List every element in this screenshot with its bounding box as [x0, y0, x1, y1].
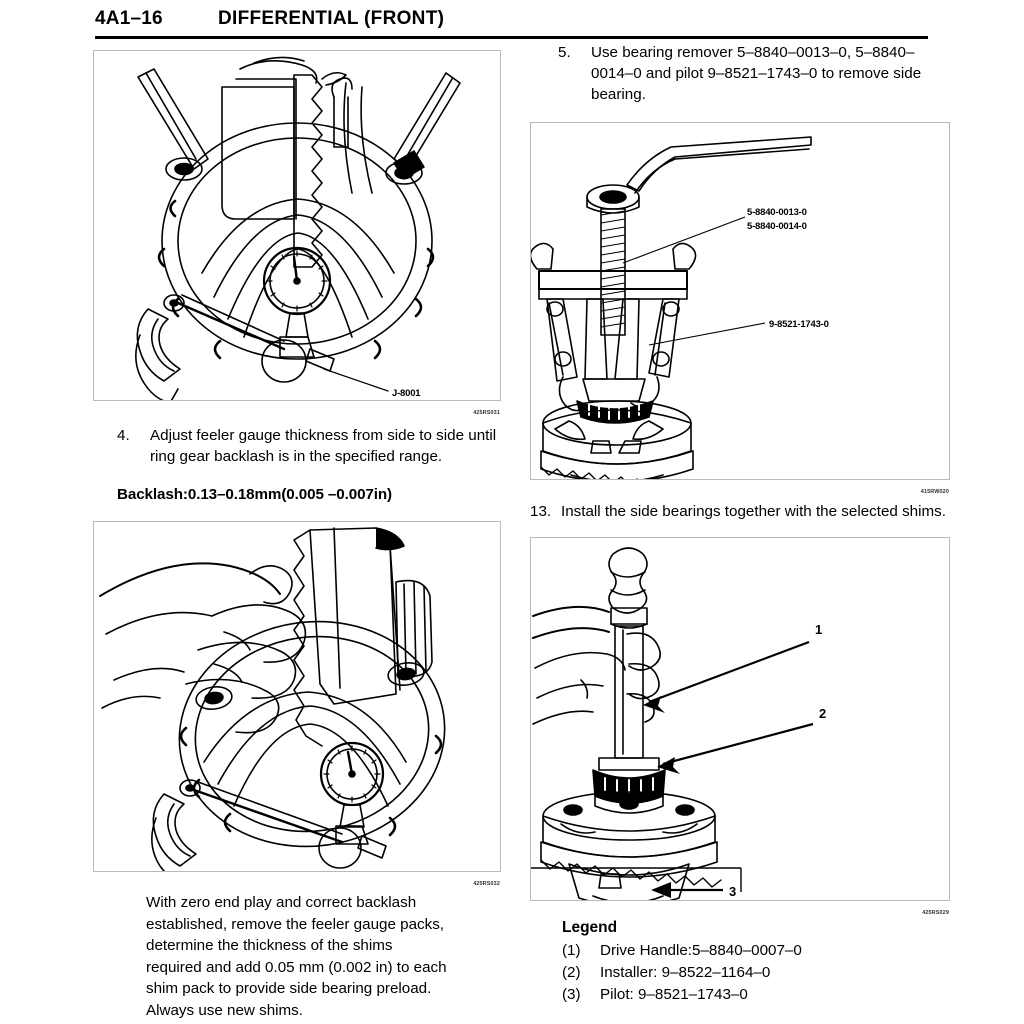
legend-item-2: (2) Installer: 9–8522–1164–0	[562, 962, 955, 984]
figure-4-illustration: 1 2 3	[531, 547, 826, 900]
legend-item-1: (1) Drive Handle:5–8840–0007–0	[562, 940, 955, 962]
legend-item-3-value: Pilot: 9–8521–1743–0	[600, 986, 748, 1003]
page-title: DIFFERENTIAL (FRONT)	[218, 8, 445, 29]
step-5: 5. Use bearing remover 5–8840–0013–0, 5–…	[530, 42, 955, 105]
figure-1-illustration: J-8001	[135, 56, 461, 400]
step-5-text: Use bearing remover 5–8840–0013–0, 5–884…	[591, 44, 922, 103]
figure-3-callout-3: 9-8521-1743-0	[769, 319, 829, 330]
legend-item-3: (3) Pilot: 9–8521–1743–0	[562, 984, 955, 1006]
figure-1-wrapper: J-8001 425RS031	[93, 50, 501, 416]
figure-dial-indicator-setup: J-8001	[93, 50, 501, 401]
figure-2-illustration	[99, 527, 446, 871]
legend-item-2-value: Installer: 9–8522–1164–0	[600, 964, 771, 981]
figure-4-callout-3: 3	[729, 884, 736, 899]
step-13-text: Install the side bearings together with …	[561, 503, 946, 520]
legend-block: Legend (1) Drive Handle:5–8840–0007–0 (2…	[530, 919, 955, 1006]
figure-2-wrapper: 425RS032	[93, 521, 501, 887]
legend-item-1-value: Drive Handle:5–8840–0007–0	[600, 942, 802, 959]
figure-bearing-remover: 5-8840-0013-0 5-8840-0014-0 9-8521-1743-…	[530, 122, 950, 480]
figure-3-callout-1: 5-8840-0013-0	[747, 207, 807, 218]
closing-paragraph: With zero end play and correct backlash …	[146, 894, 447, 1019]
figure-4-reference-code: 425RS029	[922, 910, 949, 916]
figure-bearing-installer: 1 2 3	[530, 537, 950, 901]
figure-4-wrapper: 1 2 3 425RS029	[530, 537, 950, 916]
figure-4-callout-2: 2	[819, 706, 826, 721]
figure-3-wrapper: 5-8840-0013-0 5-8840-0014-0 9-8521-1743-…	[530, 122, 950, 495]
step-4: 4. Adjust feeler gauge thickness from si…	[93, 425, 513, 467]
legend-item-2-key: (2)	[562, 964, 581, 981]
step-4-number: 4.	[117, 427, 130, 444]
figure-2-reference-code: 425RS032	[473, 881, 500, 887]
right-column: 5. Use bearing remover 5–8840–0013–0, 5–…	[530, 42, 955, 1006]
figure-1-reference-code: 425RS031	[473, 410, 500, 416]
page-number: 4A1–16	[95, 8, 163, 29]
figure-3-callout-2: 5-8840-0014-0	[747, 221, 807, 232]
step-5-number: 5.	[558, 44, 571, 61]
figure-3-reference-code: 415RW020	[920, 489, 949, 495]
left-column: J-8001 425RS031 4. Adjust feeler gauge t…	[93, 50, 513, 1021]
step-13-number: 13.	[530, 503, 552, 520]
figure-3-illustration: 5-8840-0013-0 5-8840-0014-0 9-8521-1743-…	[531, 136, 829, 479]
step-4-text: Adjust feeler gauge thickness from side …	[150, 427, 497, 465]
figure-4-callout-1: 1	[815, 622, 822, 637]
header-divider	[95, 36, 928, 39]
legend-item-1-key: (1)	[562, 942, 581, 959]
backlash-specification: Backlash:0.13–0.18mm(0.005 –0.007in)	[117, 486, 393, 503]
page-header: 4A1–16 DIFFERENTIAL (FRONT)	[0, 0, 1024, 40]
step-13: 13. Install the side bearings together w…	[530, 501, 955, 522]
legend-title: Legend	[562, 919, 618, 936]
figure-backlash-check	[93, 521, 501, 872]
figure-1-callout-label: J-8001	[392, 388, 421, 399]
legend-item-3-key: (3)	[562, 986, 581, 1003]
